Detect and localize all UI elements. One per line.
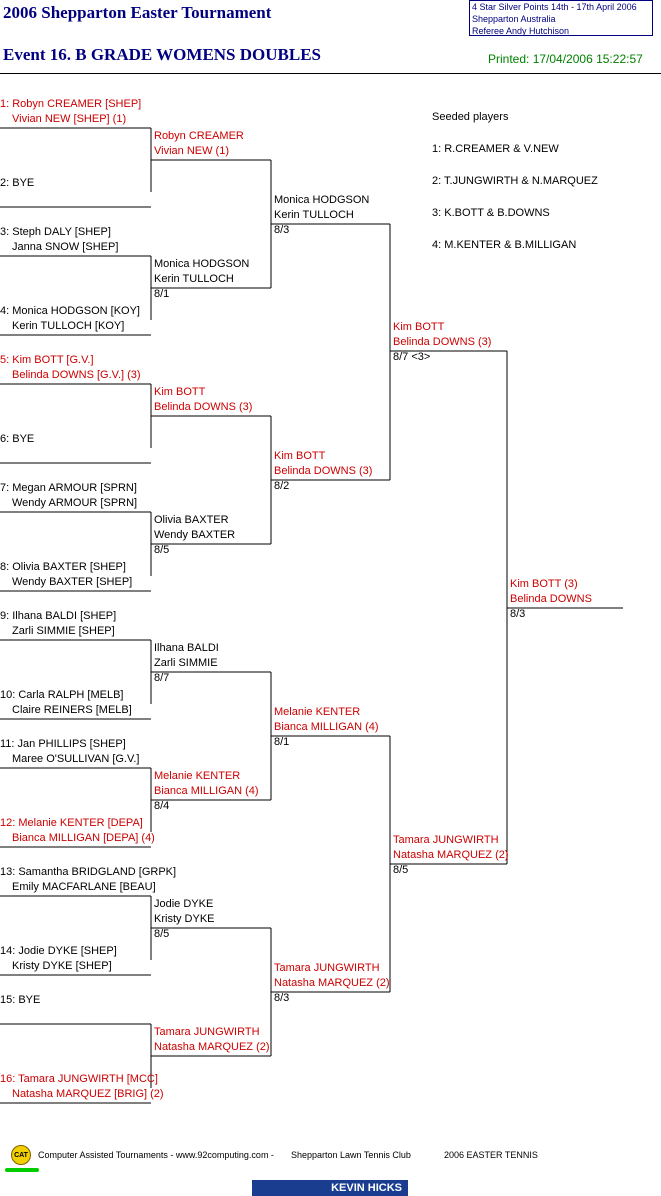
player-name: Olivia BAXTER xyxy=(154,514,229,526)
player-name: Kerin TULLOCH xyxy=(154,273,234,285)
player-name: Tamara JUNGWIRTH xyxy=(393,834,499,846)
player-name: Zarli SIMMIE [SHEP] xyxy=(12,625,115,637)
footer-event: 2006 EASTER TENNIS xyxy=(444,1150,538,1160)
player-name: Tamara JUNGWIRTH xyxy=(154,1026,260,1038)
player-name: Wendy ARMOUR [SPRN] xyxy=(12,497,138,509)
player-name: 3: Steph DALY [SHEP] xyxy=(0,226,111,238)
player-name: 2: BYE xyxy=(0,177,35,189)
player-name: 6: BYE xyxy=(0,433,35,445)
player-name: Bianca MILLIGAN (4) xyxy=(154,785,259,797)
player-name: 7: Megan ARMOUR [SPRN] xyxy=(0,482,137,494)
player-name: Melanie KENTER xyxy=(274,706,361,718)
match-score: 8/4 xyxy=(154,800,170,812)
player-name: Bianca MILLIGAN (4) xyxy=(274,721,379,733)
seeded-heading: Seeded players xyxy=(432,111,509,123)
match-score: 8/7 xyxy=(154,672,170,684)
info-line-1: 4 Star Silver Points 14th - 17th April 2… xyxy=(472,2,637,12)
player-name: Belinda DOWNS (3) xyxy=(154,401,253,413)
player-name: 11: Jan PHILLIPS [SHEP] xyxy=(0,738,126,750)
player-name: 5: Kim BOTT [G.V.] xyxy=(0,354,94,366)
seed-entry: 2: T.JUNGWIRTH & N.MARQUEZ xyxy=(432,175,598,187)
player-name: Robyn CREAMER xyxy=(154,130,244,142)
player-name: Natasha MARQUEZ (2) xyxy=(154,1041,270,1053)
player-name: Kristy DYKE [SHEP] xyxy=(12,960,112,972)
header-divider xyxy=(0,73,661,74)
player-name: 10: Carla RALPH [MELB] xyxy=(0,689,124,701)
footer-club: Shepparton Lawn Tennis Club xyxy=(291,1150,411,1160)
match-score: 8/1 xyxy=(154,288,170,300)
player-name: Tamara JUNGWIRTH xyxy=(274,962,380,974)
match-score: 8/7 <3> xyxy=(393,351,431,363)
player-name: Monica HODGSON xyxy=(154,258,250,270)
player-name: 9: Ilhana BALDI [SHEP] xyxy=(0,610,117,622)
player-name: Natasha MARQUEZ [BRIG] (2) xyxy=(12,1088,164,1100)
match-score: 8/5 xyxy=(393,864,409,876)
player-name: Maree O'SULLIVAN [G.V.] xyxy=(12,753,140,765)
player-name: Ilhana BALDI xyxy=(154,642,219,654)
player-name: 15: BYE xyxy=(0,994,41,1006)
player-name: 14: Jodie DYKE [SHEP] xyxy=(0,945,117,957)
player-name: Natasha MARQUEZ (2) xyxy=(393,849,509,861)
player-name: Belinda DOWNS (3) xyxy=(274,465,373,477)
info-line-2: Shepparton Australia xyxy=(472,14,556,24)
player-name: Kristy DYKE xyxy=(154,913,215,925)
player-name: 1: Robyn CREAMER [SHEP] xyxy=(0,98,142,110)
player-name: Monica HODGSON xyxy=(274,194,370,206)
player-name: 8: Olivia BAXTER [SHEP] xyxy=(0,561,126,573)
player-name: Natasha MARQUEZ (2) xyxy=(274,977,390,989)
player-name: Claire REINERS [MELB] xyxy=(12,704,132,716)
match-score: 8/3 xyxy=(274,224,290,236)
seed-entry: 1: R.CREAMER & V.NEW xyxy=(432,143,559,155)
seed-entry: 3: K.BOTT & B.DOWNS xyxy=(432,207,550,219)
player-name: Kim BOTT xyxy=(154,386,206,398)
cat-logo: CAT xyxy=(11,1145,31,1165)
player-name: Kim BOTT xyxy=(274,450,326,462)
event-title: Event 16. B GRADE WOMENS DOUBLES xyxy=(3,45,322,64)
match-score: 8/3 xyxy=(274,992,290,1004)
player-name: Bianca MILLIGAN [DEPA] (4) xyxy=(12,832,155,844)
sponsor-banner: KEVIN HICKS xyxy=(252,1180,408,1196)
player-name: Kim BOTT xyxy=(393,321,445,333)
player-name: Emily MACFARLANE [BEAU] xyxy=(12,881,156,893)
player-name: Melanie KENTER xyxy=(154,770,241,782)
player-name: Wendy BAXTER xyxy=(154,529,236,541)
match-score: 8/5 xyxy=(154,544,170,556)
player-name: Kerin TULLOCH xyxy=(274,209,354,221)
match-score: 8/2 xyxy=(274,480,290,492)
seed-entry: 4: M.KENTER & B.MILLIGAN xyxy=(432,239,577,251)
player-name: 4: Monica HODGSON [KOY] xyxy=(0,305,140,317)
player-name: Kim BOTT (3) xyxy=(510,578,578,590)
player-name: 16: Tamara JUNGWIRTH [MCC] xyxy=(0,1073,158,1085)
player-name: 12: Melanie KENTER [DEPA] xyxy=(0,817,143,829)
tournament-info-box: 4 Star Silver Points 14th - 17th April 2… xyxy=(469,0,653,36)
player-name: Belinda DOWNS (3) xyxy=(393,336,492,348)
player-name: Zarli SIMMIE xyxy=(154,657,218,669)
player-name: Kerin TULLOCH [KOY] xyxy=(12,320,125,332)
match-score: 8/3 xyxy=(510,608,526,620)
logo-underline xyxy=(5,1168,39,1172)
player-name: Vivian NEW (1) xyxy=(154,145,229,157)
info-line-3: Referee Andy Hutchison xyxy=(472,26,570,36)
footer-software: Computer Assisted Tournaments - www.92co… xyxy=(38,1150,274,1160)
player-name: Janna SNOW [SHEP] xyxy=(12,241,119,253)
player-name: Vivian NEW [SHEP] (1) xyxy=(12,113,127,125)
player-name: Belinda DOWNS [G.V.] (3) xyxy=(12,369,141,381)
printed-timestamp: Printed: 17/04/2006 15:22:57 xyxy=(488,52,643,66)
match-score: 8/1 xyxy=(274,736,290,748)
player-name: 13: Samantha BRIDGLAND [GRPK] xyxy=(0,866,177,878)
match-score: 8/5 xyxy=(154,928,170,940)
player-name: Belinda DOWNS xyxy=(510,593,592,605)
player-name: Jodie DYKE xyxy=(154,898,214,910)
player-name: Wendy BAXTER [SHEP] xyxy=(12,576,133,588)
tournament-title: 2006 Shepparton Easter Tournament xyxy=(3,3,272,22)
